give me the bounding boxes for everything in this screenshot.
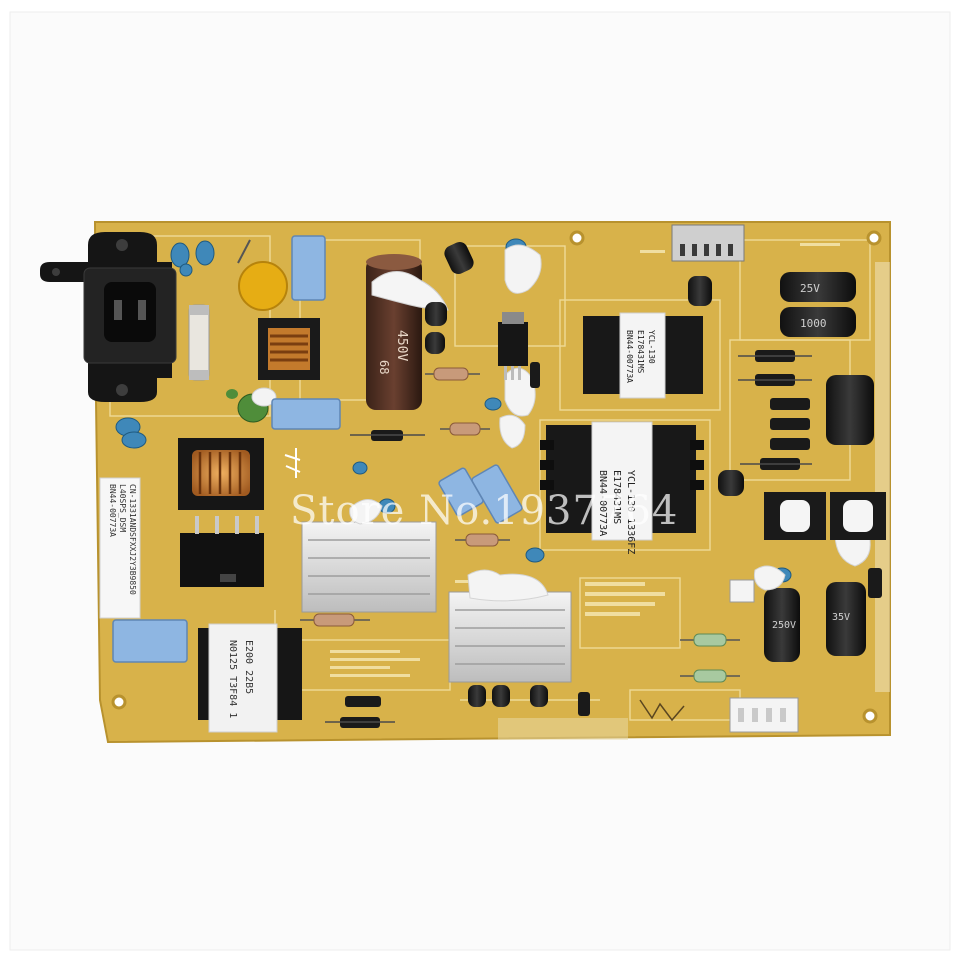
common-mode-choke (258, 318, 320, 380)
bridge-rectifier (180, 516, 264, 587)
side-label-part: BN44-00773A (108, 484, 117, 537)
standby-transformer: BN44-00773A E178431MS YCL-130 (583, 312, 703, 399)
x-capacitors (112, 235, 523, 663)
varistor (238, 261, 288, 311)
output-cap-voltage: 25V (800, 282, 820, 295)
left-transformer: N0125 T3F84 1 E200 22B5 (198, 623, 302, 733)
silicone-glue (349, 244, 871, 602)
side-label-model: L40SPS_DSM (118, 484, 127, 532)
resistors (300, 367, 740, 683)
side-label-sticker: BN44-00773A L40SPS_DSM CN-1331ANDSFXXJ2Y… (99, 477, 141, 619)
main-transformer-code: E178431MS (611, 470, 622, 524)
heatsink-left (301, 521, 437, 613)
heatsink-right (448, 591, 572, 683)
output-cap-value: 1000 (800, 317, 827, 330)
output-inductors (764, 492, 886, 540)
warning-arrow-marking (284, 448, 301, 478)
right-cap-voltage-b: 35V (832, 612, 850, 623)
standby-transformer-part: BN44-00773A (625, 330, 634, 383)
store-watermark: Store No.1937764 (290, 488, 679, 534)
bulk-cap-voltage: 450V (394, 330, 409, 361)
standby-transformer-code: E178431MS (636, 330, 645, 374)
mosfet (498, 312, 528, 380)
ceramic-capacitors (115, 238, 792, 583)
pfc-inductor (178, 438, 264, 510)
right-cap-voltage-a: 250V (772, 620, 796, 631)
ac-inlet-socket (40, 232, 177, 402)
diodes (325, 350, 882, 728)
right-capacitors: 250V 35V (764, 375, 874, 662)
left-transformer-code: E200 22B5 (243, 640, 254, 694)
left-transformer-part: N0125 T3F84 1 (227, 640, 238, 718)
main-transformer-lot: YCL-130 1336FZ (625, 470, 636, 554)
bulk-cap-value: 68 (377, 360, 391, 374)
side-label-serial: CN-1331ANDSFXXJ2Y3B9850 (128, 484, 137, 595)
output-capacitors: 25V 1000 (780, 272, 856, 337)
marker-scribble (639, 699, 685, 722)
small-electrolytic-caps (425, 241, 744, 707)
fuse (188, 304, 210, 381)
main-transformer-part: BN44-00773A (597, 470, 608, 536)
connectors (671, 224, 799, 733)
main-transformer: BN44-00773A E178431MS YCL-130 1336FZ (540, 421, 704, 554)
standby-transformer-lot: YCL-130 (647, 330, 656, 364)
